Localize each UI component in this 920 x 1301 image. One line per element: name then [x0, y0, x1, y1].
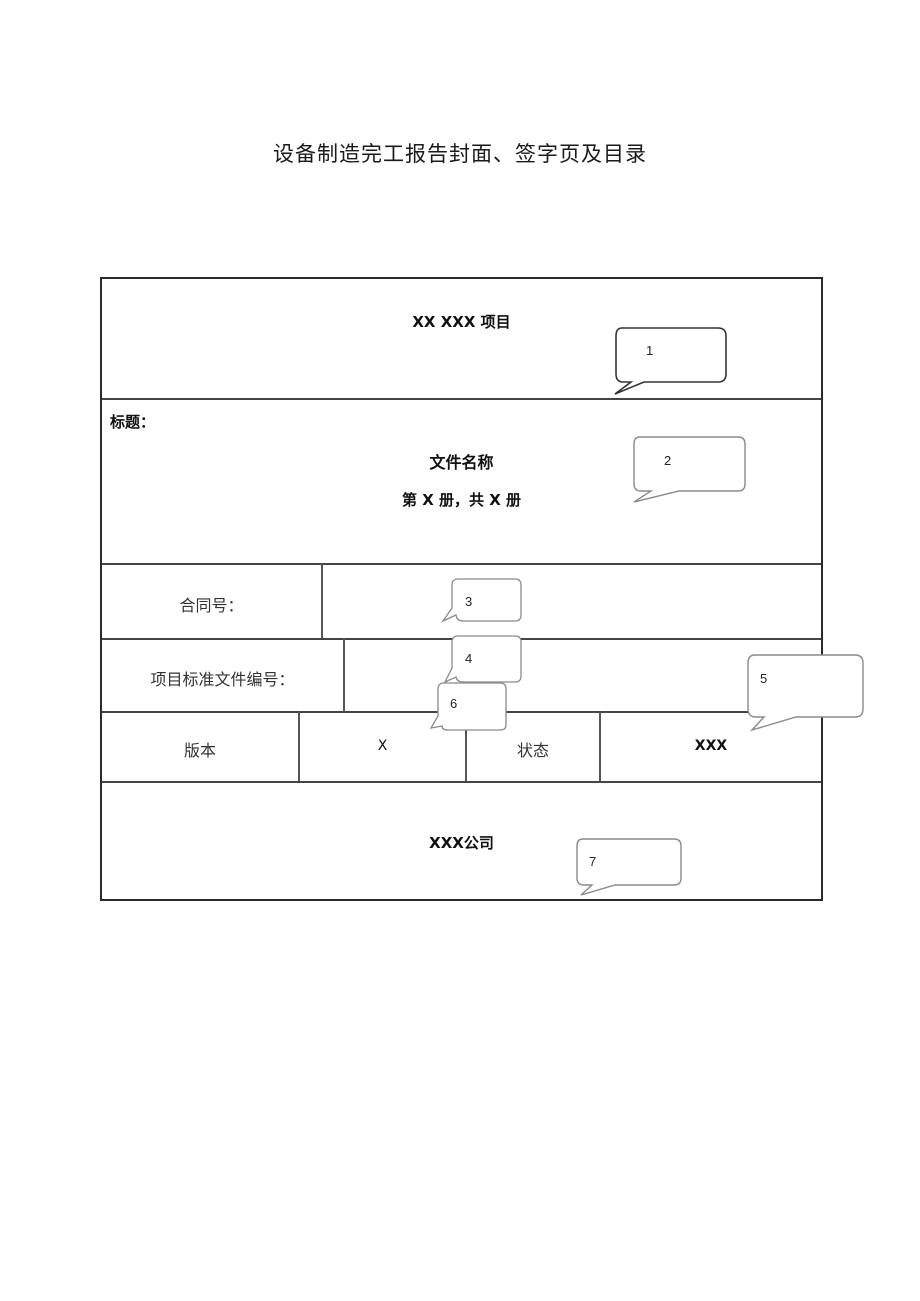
callout-2: 2: [632, 436, 748, 506]
speech-bubble-icon: [576, 838, 682, 896]
title-label: 标题：: [110, 413, 156, 431]
speech-bubble-icon: [429, 682, 507, 731]
callout-number: 6: [450, 696, 458, 711]
contract-label: 合同号：: [179, 596, 244, 615]
callout-number: 1: [646, 343, 654, 358]
callout-3: 3: [441, 578, 523, 624]
callout-number: 2: [664, 453, 672, 468]
callout-5: 5: [746, 654, 866, 732]
volume-info: 第 X 册，共 X 册: [401, 491, 522, 509]
status-label: 状态: [516, 741, 549, 760]
callout-4: 4: [441, 635, 523, 685]
status-value: XXX: [694, 738, 728, 754]
speech-bubble-icon: [747, 654, 864, 732]
document-title: 设备制造完工报告封面、签字页及目录: [273, 142, 647, 166]
col-divider-version-2: [465, 711, 467, 781]
speech-bubble-icon: [614, 327, 727, 395]
callout-7: 7: [575, 838, 683, 898]
callout-6: 6: [429, 682, 510, 732]
row-divider-1: [102, 398, 821, 400]
callout-1: 1: [614, 327, 728, 397]
callout-number: 7: [589, 854, 597, 869]
callout-number: 5: [760, 671, 768, 686]
row-divider-5: [102, 781, 821, 783]
speech-bubble-icon: [441, 578, 522, 623]
col-divider-version-3: [599, 711, 601, 781]
version-value: X: [377, 738, 388, 754]
callout-number: 3: [465, 594, 473, 609]
std-doc-label: 项目标准文件编号：: [150, 670, 295, 689]
company-name: XXX公司: [429, 834, 494, 852]
file-name: 文件名称: [429, 453, 494, 472]
col-divider-version-1: [298, 711, 300, 781]
col-divider-contract: [321, 563, 323, 638]
project-name: XX XXX 项目: [412, 313, 511, 331]
version-label: 版本: [183, 741, 216, 760]
col-divider-stddoc: [343, 638, 345, 711]
speech-bubble-icon: [633, 436, 746, 503]
row-divider-2: [102, 563, 821, 565]
callout-number: 4: [465, 651, 473, 666]
speech-bubble-icon: [443, 635, 522, 684]
